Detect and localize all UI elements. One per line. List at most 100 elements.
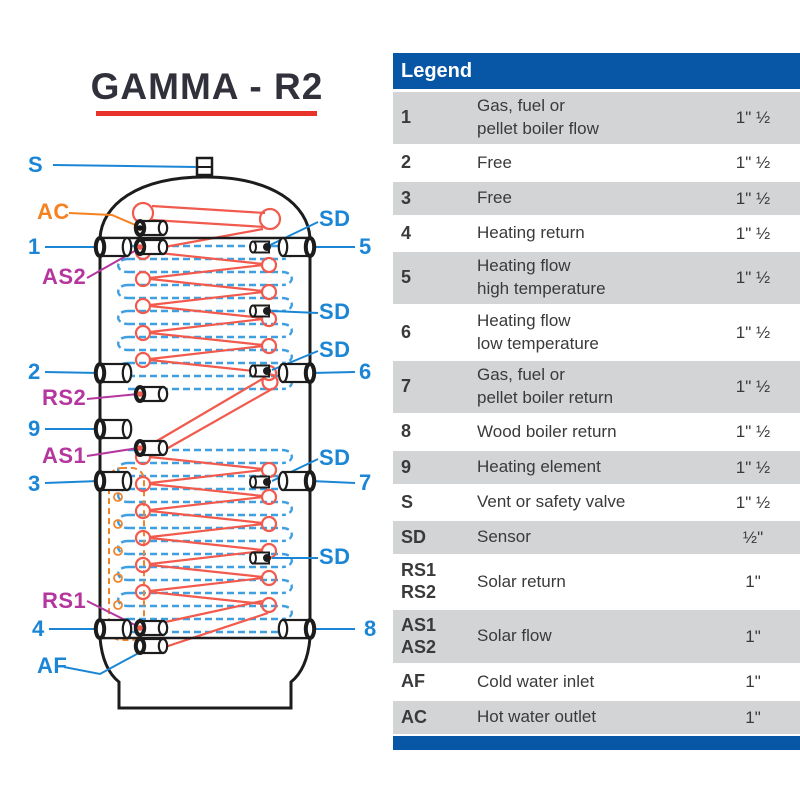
port-9 — [93, 418, 133, 440]
label-sd-3: SD — [319, 337, 351, 362]
port-2 — [93, 362, 133, 384]
legend-row-ac: AC Hot water outlet 1" — [393, 701, 800, 734]
legend-size: 1" ½ — [735, 322, 771, 342]
sensor-pocket-5 — [249, 551, 271, 565]
port-4 — [93, 618, 133, 640]
legend-code: 6 — [401, 321, 412, 342]
legend-desc: Cold water inlet — [477, 671, 595, 691]
legend-header: Legend — [393, 53, 800, 89]
legend-row-as: AS1 AS2 Solar flow 1" — [393, 610, 800, 663]
label-rs2: RS2 — [42, 385, 87, 410]
leader-sd-1 — [265, 221, 319, 248]
label-port-8: 8 — [364, 616, 377, 641]
legend-row-9: 9 Heating element 1" ½ — [393, 451, 800, 484]
legend-size: 1" ½ — [735, 492, 771, 512]
legend-code: S — [401, 491, 414, 512]
legend-desc: Heating return — [477, 223, 585, 243]
legend-code: 9 — [401, 456, 412, 477]
label-af: AF — [37, 653, 68, 678]
legend-desc: Free — [477, 152, 512, 172]
label-sd-5: SD — [319, 544, 351, 569]
sensor-pocket-4 — [249, 475, 271, 489]
legend-size: 1" — [745, 672, 761, 691]
fitting-af — [133, 637, 169, 655]
legend-code: 5 — [401, 267, 412, 288]
corrugated-pipe-orange — [108, 467, 145, 641]
legend-code: 2 — [401, 152, 412, 173]
legend-size: ½" — [742, 527, 764, 547]
port-8 — [277, 618, 317, 640]
legend-code: RS1 RS2 — [401, 560, 437, 602]
legend-code: 8 — [401, 421, 412, 442]
leader-sd-2 — [271, 310, 319, 314]
legend-desc: Free — [477, 188, 512, 208]
legend-code: AC — [401, 706, 427, 727]
port-6 — [277, 362, 317, 384]
legend-desc: Gas, fuel or pellet boiler flow — [477, 96, 599, 138]
fitting-rs1 — [133, 619, 169, 637]
legend-size: 1" — [745, 572, 761, 591]
tank-diagram — [44, 156, 356, 710]
label-port-2: 2 — [28, 359, 41, 384]
leader-3 — [44, 480, 100, 484]
leader-7 — [310, 480, 356, 484]
leader-2 — [44, 371, 100, 374]
title-underline — [96, 111, 317, 116]
leader-as1 — [86, 447, 139, 457]
label-port-7: 7 — [359, 470, 372, 495]
port-7 — [277, 470, 317, 492]
legend-desc: Hot water outlet — [477, 707, 597, 727]
legend-row-2: 2 Free 1" ½ — [393, 146, 800, 180]
legend-desc: Vent or safety valve — [477, 492, 626, 512]
sensor-pocket-3 — [249, 364, 271, 378]
legend-size: 1" ½ — [735, 422, 771, 441]
fitting-rs2 — [133, 385, 169, 403]
legend-row-rs: RS1 RS2 Solar return 1" — [393, 556, 800, 608]
legend-desc: Heating element — [477, 457, 601, 477]
red-coil — [131, 201, 282, 650]
legend-code: 4 — [401, 222, 412, 243]
legend-row-7: 7 Gas, fuel or pellet boiler return 1" ½ — [393, 361, 800, 413]
label-vent-s: S — [28, 152, 44, 177]
legend-desc: Heating flow high temperature — [477, 256, 606, 298]
legend-size: 1" ½ — [735, 188, 771, 208]
legend-table: Legend 1 Gas, fuel or pellet boiler flow… — [393, 53, 800, 750]
legend-code: 7 — [401, 376, 412, 397]
label-port-9: 9 — [28, 416, 41, 441]
legend-size: 1" ½ — [735, 377, 771, 396]
legend-code: 1 — [401, 107, 412, 128]
legend-size: 1" ½ — [735, 268, 771, 287]
legend-desc: Solar flow — [477, 626, 552, 646]
legend-row-8: 8 Wood boiler return 1" ½ — [393, 415, 800, 449]
legend-code: AS1 AS2 — [401, 614, 437, 657]
fitting-as1 — [133, 439, 169, 457]
legend-desc: Sensor — [477, 527, 531, 547]
legend-row-4: 4 Heating return 1" ½ — [393, 217, 800, 250]
legend-size: 1" ½ — [735, 153, 771, 172]
leader-rs2 — [86, 393, 139, 400]
product-title: GAMMA - R2 — [90, 66, 324, 107]
label-as1: AS1 — [42, 443, 87, 468]
leader-ac — [68, 212, 141, 228]
label-ac: AC — [37, 199, 70, 224]
sensor-pocket-2 — [249, 304, 271, 318]
legend-size: 1" ½ — [735, 223, 771, 243]
label-port-6: 6 — [359, 359, 372, 384]
port-1 — [93, 236, 133, 258]
legend-row-1: 1 Gas, fuel or pellet boiler flow 1" ½ — [393, 92, 800, 144]
label-sd-4: SD — [319, 445, 351, 470]
sensor-pocket-1 — [249, 240, 271, 254]
legend-code: SD — [401, 526, 427, 547]
leader-af — [63, 648, 147, 676]
legend-code: 3 — [401, 187, 412, 208]
legend-row-af: AF Cold water inlet 1" — [393, 665, 800, 699]
legend-row-6: 6 Heating flow low temperature 1" ½ — [393, 306, 800, 359]
port-3 — [93, 470, 133, 492]
legend-desc: Solar return — [477, 571, 566, 591]
label-rs1: RS1 — [42, 588, 87, 613]
label-port-4: 4 — [32, 616, 45, 641]
label-sd-1: SD — [319, 206, 351, 231]
legend-size: 1" ½ — [735, 457, 771, 477]
label-port-1: 1 — [28, 234, 41, 259]
